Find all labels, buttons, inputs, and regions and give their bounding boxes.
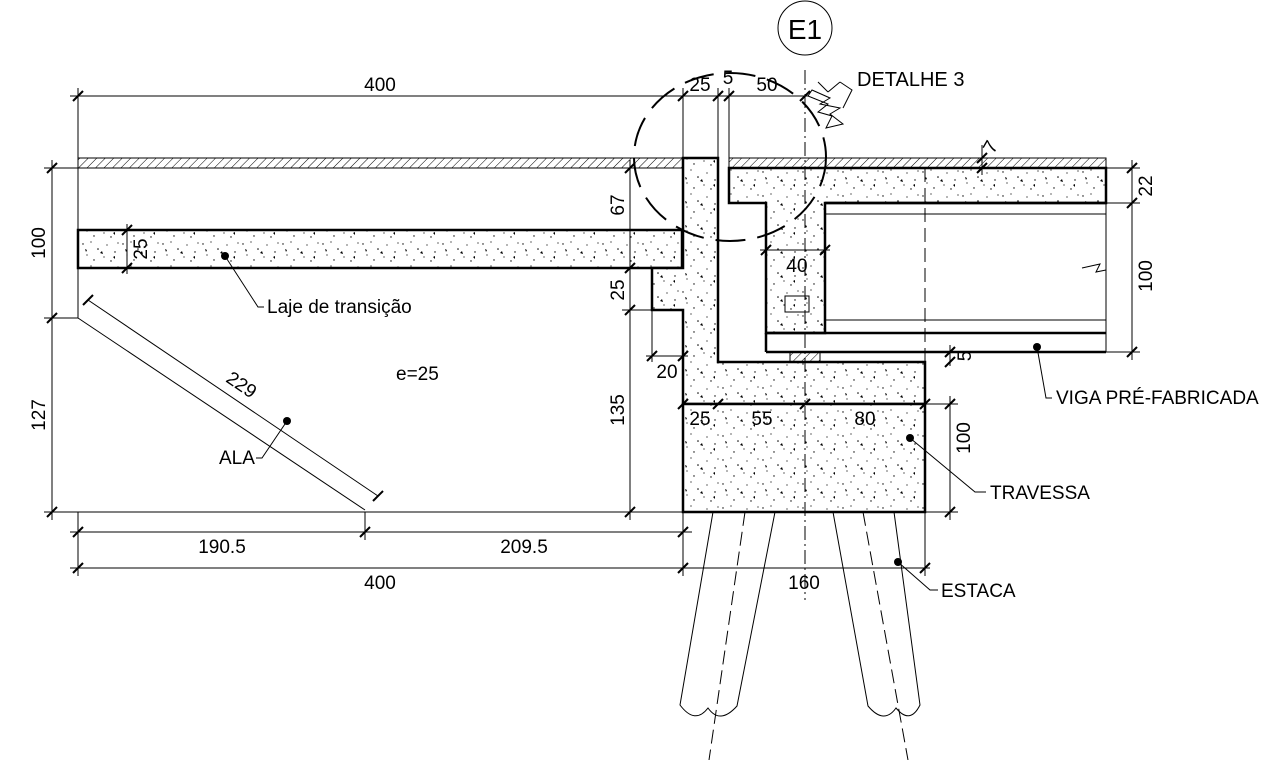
detail-mark-e1: E1 — [788, 14, 822, 45]
label-viga-text: VIGA PRÉ-FABRICADA — [1056, 388, 1259, 409]
label-laje-text: Laje de transição — [267, 297, 412, 318]
dim-bottom-160: 160 — [788, 573, 820, 594]
dim-beam-end-40: 40 — [786, 256, 807, 277]
dim-pavement-7: 7 — [979, 137, 1002, 157]
dim-bearing-5: 5 — [955, 351, 976, 362]
label-laje: Laje de transição — [221, 252, 412, 318]
travessa-width-dims: 25 55 80 — [677, 398, 931, 430]
dim-trav-80: 80 — [854, 409, 875, 430]
dim-wall-25: 25 — [608, 279, 629, 300]
left-dimension-chain: 100 127 — [29, 160, 78, 520]
dim-bottom-209-5: 209.5 — [500, 537, 548, 558]
label-thickness: e=25 — [396, 364, 439, 385]
bottom-dimension-chains: 190.5 209.5 400 160 — [70, 512, 931, 594]
piles-estaca — [679, 511, 921, 760]
beam-end-width-dim: 40 — [760, 244, 831, 277]
dim-wall-135: 135 — [608, 394, 629, 426]
dim-bottom-400: 400 — [364, 573, 396, 594]
dim-wing-229: 229 — [222, 368, 260, 403]
dim-top-25: 25 — [689, 75, 710, 96]
detail-reference-label: DETALHE 3 — [857, 69, 964, 91]
dim-right-22: 22 — [1136, 175, 1157, 196]
label-ala-text: ALA — [219, 448, 255, 469]
wall-dimension-chain: 67 25 135 20 — [608, 160, 689, 520]
label-estaca-text: ESTACA — [941, 581, 1016, 602]
dim-right-100: 100 — [1136, 260, 1157, 292]
dim-left-100: 100 — [29, 227, 50, 259]
label-travessa-text: TRAVESSA — [990, 483, 1090, 504]
dim-bottom-190-5: 190.5 — [198, 537, 246, 558]
dim-top-400: 400 — [364, 75, 396, 96]
dim-top-50: 50 — [756, 75, 777, 96]
left-outline — [77, 167, 685, 513]
top-dimension-chain: 400 25 5 50 — [70, 68, 811, 168]
travessa-height-dim: 100 — [925, 396, 975, 520]
dim-trav-25: 25 — [689, 409, 710, 430]
label-viga: VIGA PRÉ-FABRICADA — [1033, 343, 1259, 409]
pavement-layer — [77, 157, 1107, 169]
dim-top-5: 5 — [723, 68, 734, 89]
dim-trav-100: 100 — [954, 422, 975, 454]
dim-trav-55: 55 — [751, 409, 772, 430]
cap-beam-travessa — [681, 402, 927, 514]
label-travessa: TRAVESSA — [906, 434, 1090, 504]
transition-slab — [76, 228, 684, 270]
bearing-height-dim: 5 — [944, 345, 976, 368]
dim-corbel-20: 20 — [656, 362, 677, 383]
label-ala: ALA — [219, 417, 291, 469]
dim-left-127: 127 — [29, 399, 50, 431]
slab-thickness-dim: 25 — [121, 224, 152, 274]
dim-slab-25: 25 — [131, 238, 152, 259]
wing-length-dim: 229 — [82, 294, 384, 502]
detail-callout: E1 DETALHE 3 — [633, 0, 964, 242]
precast-beam — [764, 168, 1107, 363]
beam-end-small-rect — [784, 295, 810, 313]
dim-wall-67: 67 — [608, 194, 629, 215]
label-estaca: ESTACA — [894, 558, 1016, 602]
